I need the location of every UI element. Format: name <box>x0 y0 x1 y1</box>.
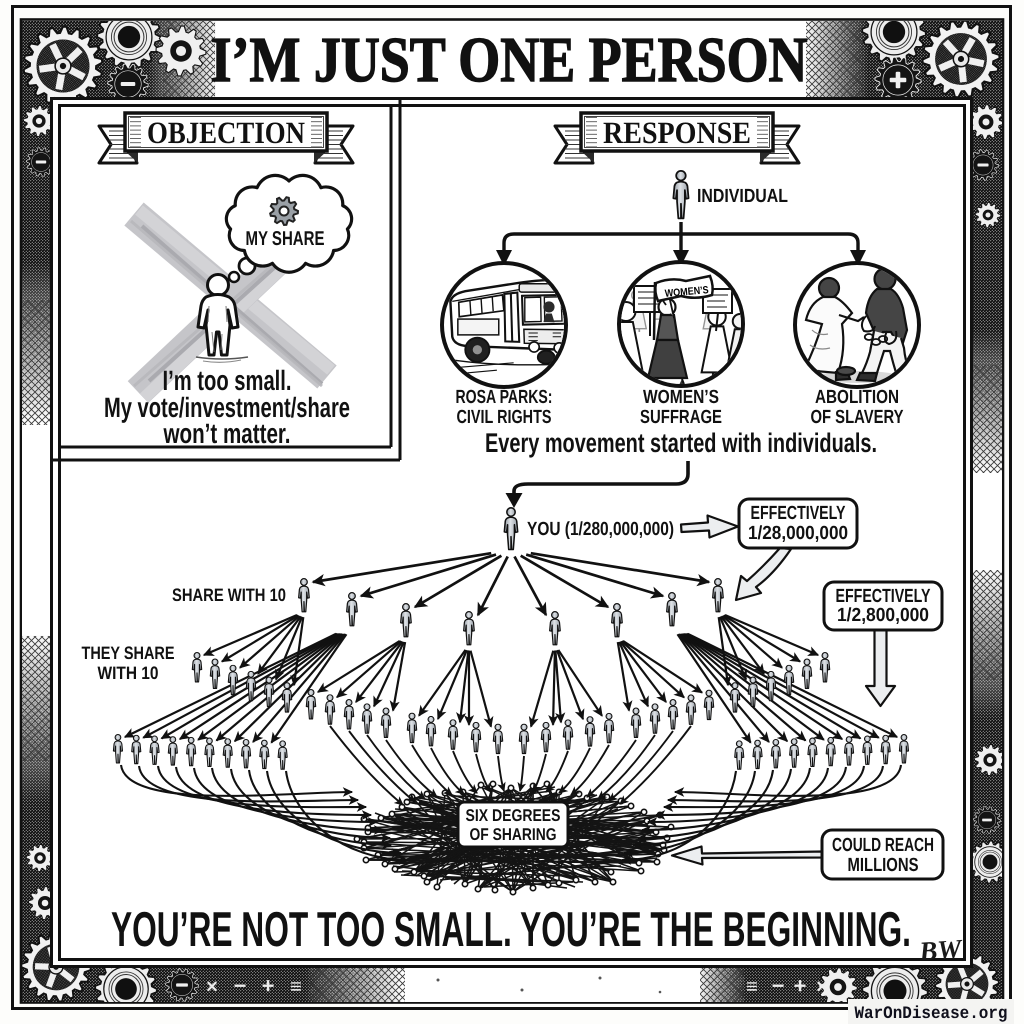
svg-text:EFFECTIVELY: EFFECTIVELY <box>751 503 846 524</box>
svg-text:My vote/investment/share: My vote/investment/share <box>104 392 350 423</box>
svg-text:WarOnDisease.org: WarOnDisease.org <box>855 1004 1008 1024</box>
svg-text:YOU’RE NOT TOO SMALL. YOU’RE T: YOU’RE NOT TOO SMALL. YOU’RE THE BEGINNI… <box>111 903 911 957</box>
svg-text:ABOLITION: ABOLITION <box>815 387 899 408</box>
svg-text:EFFECTIVELY: EFFECTIVELY <box>836 586 931 607</box>
svg-text:SHARE WITH 10: SHARE WITH 10 <box>172 585 286 605</box>
svg-text:INDIVIDUAL: INDIVIDUAL <box>697 186 788 207</box>
svg-text:I’M JUST ONE PERSON: I’M JUST ONE PERSON <box>211 24 808 95</box>
svg-text:CIVIL RIGHTS: CIVIL RIGHTS <box>457 407 552 428</box>
svg-text:WOMEN’S: WOMEN’S <box>664 284 709 300</box>
svg-text:COULD REACH: COULD REACH <box>832 835 934 856</box>
svg-text:+: + <box>262 973 275 998</box>
svg-text:YOU (1/280,000,000): YOU (1/280,000,000) <box>527 519 674 540</box>
svg-text:1/28,000,000: 1/28,000,000 <box>748 523 848 544</box>
svg-text:≡: ≡ <box>290 976 302 998</box>
svg-text:I’m too small.: I’m too small. <box>163 365 292 396</box>
svg-text:RESPONSE: RESPONSE <box>603 115 751 150</box>
svg-text:THEY SHARE: THEY SHARE <box>82 643 175 663</box>
svg-text:OF SLAVERY: OF SLAVERY <box>811 407 904 428</box>
svg-text:×: × <box>206 976 218 998</box>
svg-text:BW: BW <box>917 933 964 966</box>
svg-text:MY SHARE: MY SHARE <box>246 228 325 250</box>
svg-text:SUFFRAGE: SUFFRAGE <box>640 407 722 428</box>
svg-text:ROSA PARKS:: ROSA PARKS: <box>456 387 553 408</box>
svg-text:WITH 10: WITH 10 <box>98 663 159 683</box>
svg-text:≡: ≡ <box>746 976 758 998</box>
svg-text:1/2,800,000: 1/2,800,000 <box>837 605 929 626</box>
svg-text:+: + <box>794 973 807 998</box>
svg-text:WOMEN’S: WOMEN’S <box>643 387 719 408</box>
svg-text:Every movement started with in: Every movement started with individuals. <box>485 428 877 458</box>
svg-text:−: − <box>772 973 785 998</box>
svg-text:SIX DEGREES: SIX DEGREES <box>466 806 561 825</box>
svg-text:×: × <box>816 976 828 998</box>
svg-text:won’t matter.: won’t matter. <box>163 418 291 449</box>
svg-text:OBJECTION: OBJECTION <box>147 115 305 150</box>
svg-text:MILLIONS: MILLIONS <box>848 855 919 876</box>
svg-text:OF SHARING: OF SHARING <box>470 825 557 844</box>
svg-text:−: − <box>234 973 247 998</box>
